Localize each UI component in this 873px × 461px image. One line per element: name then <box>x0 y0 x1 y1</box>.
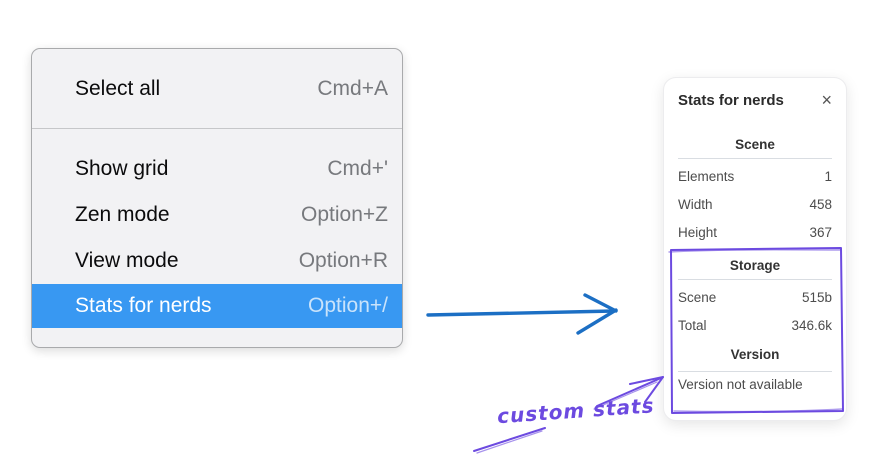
section-heading-storage: Storage <box>729 258 781 273</box>
stat-row-total-size: Total 346.6k <box>678 311 832 339</box>
section-heading-scene: Scene <box>735 137 775 152</box>
close-icon[interactable]: × <box>821 90 832 110</box>
stat-row-height: Height 367 <box>678 218 832 246</box>
stat-value: 367 <box>809 224 832 240</box>
version-note: Version not available <box>678 377 803 392</box>
stat-row-width: Width 458 <box>678 190 832 218</box>
stat-label: Scene <box>678 289 717 305</box>
stat-value: 458 <box>809 196 832 212</box>
menu-item-shortcut: Option+Z <box>301 203 388 226</box>
annotation-custom-stats: custom stats <box>496 393 656 429</box>
section-divider <box>678 158 832 159</box>
menu-spacer <box>32 129 402 146</box>
menu-item-select-all[interactable]: Select all Cmd+A <box>32 49 402 128</box>
stat-row-elements: Elements 1 <box>678 162 832 190</box>
menu-divider <box>32 128 402 129</box>
section-divider <box>678 279 832 280</box>
menu-item-label: Zen mode <box>75 203 170 226</box>
menu-item-label: Select all <box>75 76 161 100</box>
menu-item-shortcut: Option+/ <box>308 294 388 317</box>
menu-item-show-grid[interactable]: Show grid Cmd+' <box>32 146 402 192</box>
section-divider <box>678 371 832 372</box>
stat-value: 346.6k <box>791 317 832 333</box>
stats-panel: Stats for nerds × Scene Elements 1 Width… <box>663 77 847 421</box>
menu-item-label: View mode <box>75 249 179 272</box>
menu-item-stats-for-nerds[interactable]: Stats for nerds Option+/ <box>32 284 402 328</box>
section-heading-version: Version <box>730 347 780 362</box>
context-menu: Select all Cmd+A Show grid Cmd+' Zen mod… <box>31 48 403 348</box>
menu-item-view-mode[interactable]: View mode Option+R <box>32 238 402 284</box>
stat-label: Total <box>678 317 707 333</box>
stats-panel-header: Stats for nerds × <box>678 90 832 110</box>
menu-item-shortcut: Cmd+A <box>317 76 388 100</box>
menu-item-shortcut: Cmd+' <box>327 157 388 180</box>
stat-label: Height <box>678 224 718 240</box>
stat-value: 1 <box>824 168 832 184</box>
stat-label: Width <box>678 196 713 212</box>
stat-row-scene-size: Scene 515b <box>678 283 832 311</box>
stats-panel-title: Stats for nerds <box>678 91 784 109</box>
blue-arrow <box>426 293 618 335</box>
menu-item-label: Stats for nerds <box>75 294 212 317</box>
menu-item-zen-mode[interactable]: Zen mode Option+Z <box>32 192 402 238</box>
stat-value: 515b <box>801 289 832 305</box>
menu-item-label: Show grid <box>75 157 169 180</box>
stat-label: Elements <box>678 168 735 184</box>
menu-item-shortcut: Option+R <box>298 249 388 272</box>
